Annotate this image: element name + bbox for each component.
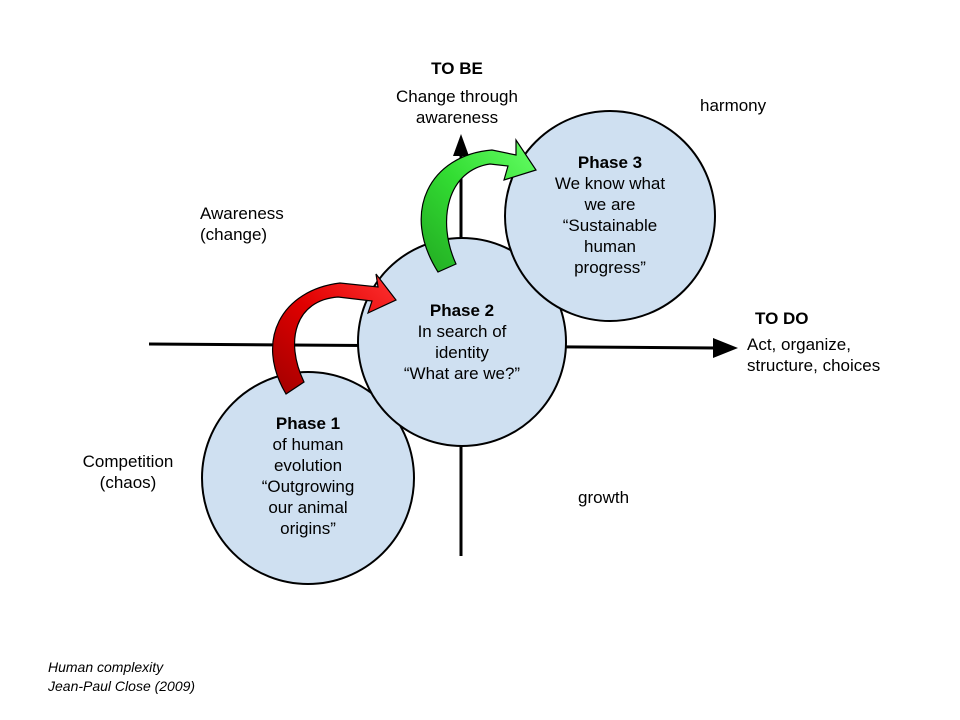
phase-1-line: “Outgrowing <box>261 477 355 496</box>
phase-3-line: We know what <box>554 174 666 193</box>
phase-2-text: Phase 2 In search of identity “What are … <box>382 300 542 384</box>
quadrant-label-line: Awareness <box>200 204 284 223</box>
phase-2-line: In search of <box>417 322 507 341</box>
green-transition-arrow <box>420 138 537 273</box>
quadrant-label-competition: Competition (chaos) <box>68 451 188 493</box>
quadrant-label-line: Competition <box>82 452 174 471</box>
red-transition-arrow <box>271 273 397 395</box>
quadrant-label-awareness: Awareness (change) <box>200 203 284 245</box>
caption-line-title: Human complexity <box>48 659 164 675</box>
phase-3-title: Phase 3 <box>577 153 643 172</box>
horizontal-axis-subtitle: Act, organize, structure, choices <box>747 334 947 376</box>
vertical-axis-subtitle: Change through awareness <box>375 86 539 128</box>
phase-2-title: Phase 2 <box>429 301 495 320</box>
caption-line-author: Jean-Paul Close (2009) <box>48 678 196 694</box>
figure-caption: Human complexity Jean-Paul Close (2009) <box>48 658 195 696</box>
phase-3-circle <box>504 110 716 322</box>
phase-1-circle <box>201 371 415 585</box>
vertical-axis-subtitle-line: awareness <box>415 108 499 127</box>
phase-1-line: of human <box>272 435 344 454</box>
phase-2-line: “What are we?” <box>403 364 521 383</box>
quadrant-label-line: (change) <box>200 225 268 244</box>
quadrant-label-growth: growth <box>578 488 630 507</box>
phase-3-text: Phase 3 We know what we are “Sustainable… <box>530 152 690 278</box>
vertical-axis-arrowhead <box>453 134 469 156</box>
horizontal-axis-subtitle-line: structure, choices <box>747 356 881 375</box>
phase-3-line: “Sustainable <box>562 216 658 235</box>
phase-2-circle <box>357 237 567 447</box>
phase-3-line: human <box>584 237 636 256</box>
phase-3-line: we are <box>584 195 636 214</box>
quadrant-label-line: (chaos) <box>99 473 157 492</box>
phase-1-line: origins” <box>280 519 336 538</box>
vertical-axis-title: TO BE <box>431 59 483 78</box>
phase-3-line: progress” <box>574 258 646 277</box>
phase-1-title: Phase 1 <box>275 414 341 433</box>
horizontal-axis-title: TO DO <box>755 309 809 328</box>
phase-1-text: Phase 1 of human evolution “Outgrowing o… <box>228 413 388 539</box>
horizontal-axis-subtitle-line: Act, organize, <box>747 335 851 354</box>
vertical-axis-subtitle-line: Change through <box>396 87 518 106</box>
phase-1-line: our animal <box>268 498 348 517</box>
quadrant-label-harmony: harmony <box>700 96 767 115</box>
horizontal-axis-arrowhead <box>713 338 738 358</box>
phase-2-line: identity <box>435 343 489 362</box>
phase-1-line: evolution <box>273 456 343 475</box>
